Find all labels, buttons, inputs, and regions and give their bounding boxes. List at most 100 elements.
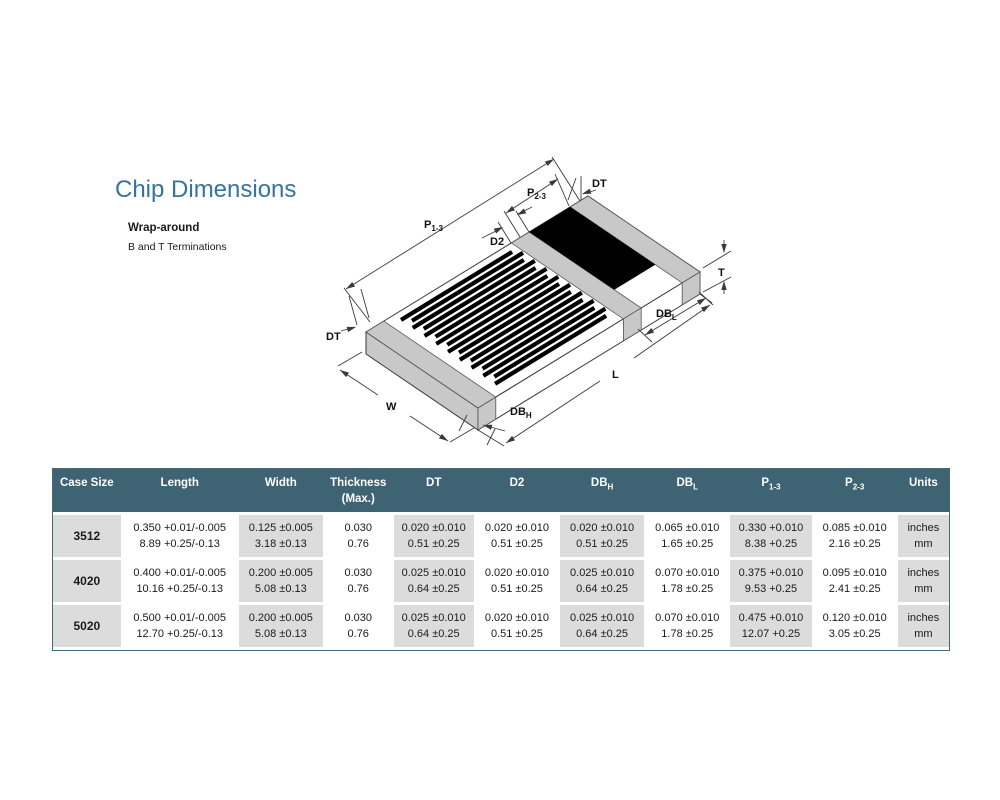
serpentine-stripe [482,306,596,378]
serpentine-stripe [399,250,514,322]
dim-line [644,297,707,336]
serpentine-stripe [410,251,525,323]
serpentine-stripe [446,274,560,347]
serpentine-stripe [446,282,561,354]
col-header-case-size: Case Size [59,477,114,489]
dim-line [551,156,581,202]
serpentine-stripe [457,282,572,355]
serpentine-stripe [493,306,607,379]
col-header-length: Length [160,477,199,489]
col-header-dbl: DBL [676,477,698,492]
dim-arrowhead [696,298,706,305]
serpentine-stripe [422,258,536,331]
dim-line [486,428,496,446]
serpentine-stripe [469,290,583,363]
dim-line [637,328,653,343]
dim-arrowhead [340,370,350,378]
dim-arrowhead [506,435,516,443]
dim-label-p1-3: P1-3 [424,219,443,233]
col-header-units: Units [909,477,938,489]
dimension-lines [337,156,732,447]
dim-line [497,221,512,244]
dim-arrowhead [544,159,554,167]
serpentine-stripe [494,313,608,386]
dim-label-d2: D2 [490,236,504,248]
dim-line [503,210,521,238]
dim-arrowhead [506,205,516,213]
serpentine-stripe [423,266,537,338]
serpentine-stripe [470,298,584,370]
dim-arrowhead [346,281,356,289]
col-header-p1-3: P1-3 [761,477,781,492]
dim-line [343,287,371,323]
dim-arrowhead [721,281,727,290]
dim-line [458,414,468,432]
col-header-dt: DT [426,477,442,489]
dim-line [449,427,475,443]
dim-label-p2-3: P2-3 [527,187,546,201]
dim-arrowhead [721,244,727,253]
dim-line [702,276,732,293]
dim-label-w: W [386,401,397,413]
col-header-d2: D2 [509,477,525,489]
serpentine-stripe [435,274,549,346]
page-title: Chip Dimensions [115,176,297,203]
dim-label-t: T [718,267,725,279]
chip-geometry [365,195,701,431]
dim-line [505,178,559,214]
termination-style-label: Wrap-around [128,222,200,234]
col-header-width: Width [264,477,297,489]
dim-line [337,351,363,367]
table-cell: 4020 [53,560,121,603]
dim-arrowhead [700,305,710,313]
table-header-row: Case Size Length Width Thickness(Max.) D… [53,469,949,513]
dim-line [702,250,732,269]
dim-label-l: L [612,369,619,381]
col-header-thickness: Thickness(Max.) [330,477,387,505]
table-cell: 5020 [53,605,121,648]
dimensions-table: Case Size Length Width Thickness(Max.) D… [52,468,950,652]
dim-arrowhead [483,424,493,430]
dim-label-db-h: DBH [510,406,532,420]
dim-arrowhead [548,179,558,187]
dim-line [567,177,577,201]
dim-arrowhead [346,326,356,333]
dim-line [505,380,601,444]
dim-arrowhead [582,188,592,194]
resistor-area [529,206,656,290]
dim-label-dt-left: DT [326,331,341,343]
dim-label-db-l: DBL [656,308,677,322]
serpentine-stripe [481,298,595,371]
termination-1-front [477,396,497,431]
dim-arrowhead [517,208,527,215]
termination-2-front [623,307,642,342]
table-cell: 3512 [53,515,121,558]
